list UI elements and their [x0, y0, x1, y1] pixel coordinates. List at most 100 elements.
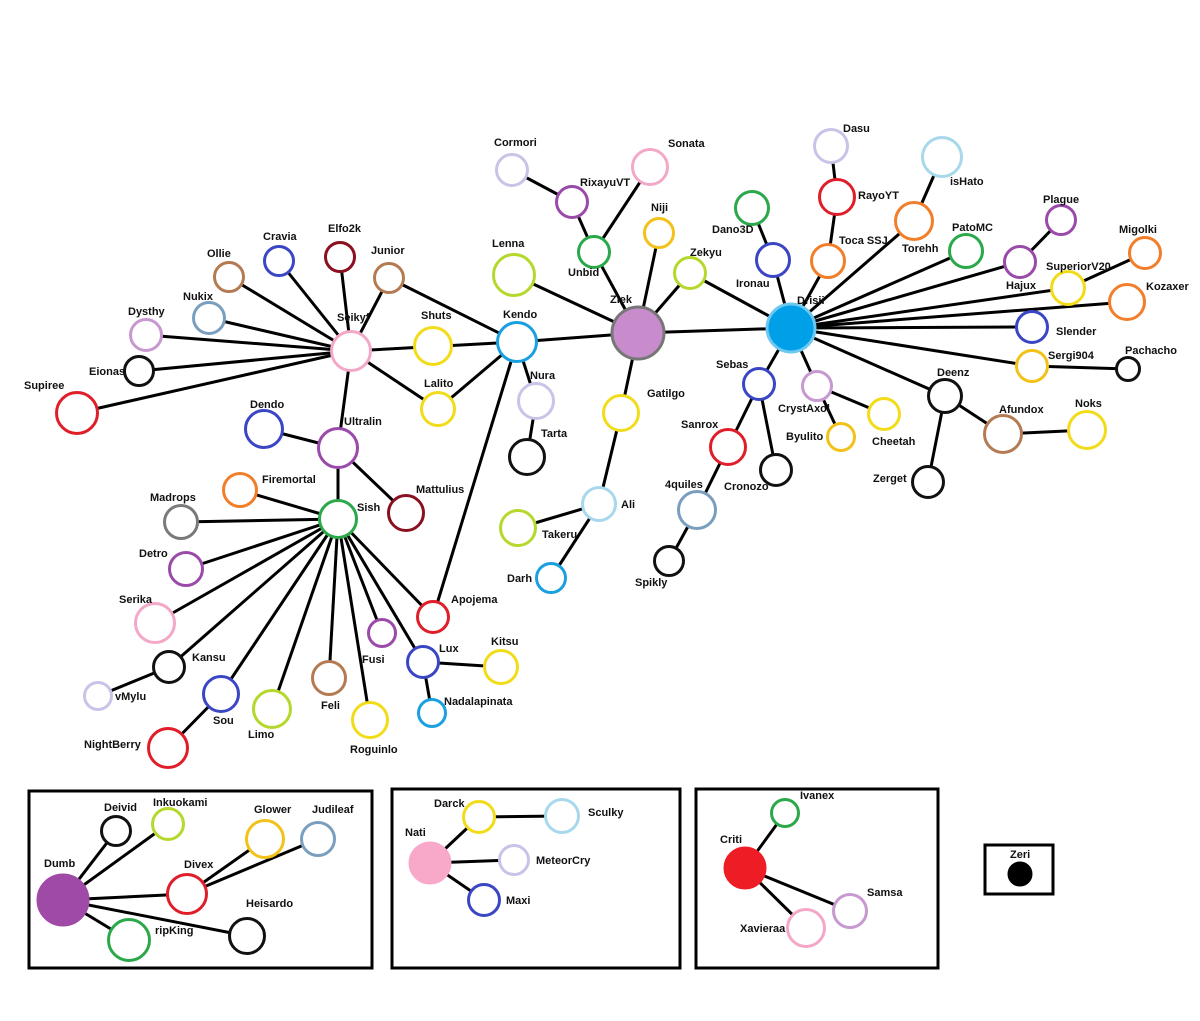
node-label-samsa: Samsa: [867, 887, 903, 899]
node-label-serika: Serika: [119, 594, 153, 606]
node-label-ripking: ripKing: [155, 925, 194, 937]
edge-sish-lux: [336, 518, 425, 663]
node-crystaxol: [801, 370, 833, 402]
edge-drisii-deenz: [790, 326, 946, 398]
node-rixayuvt: [555, 185, 589, 219]
node-ali: [581, 486, 617, 522]
node-divex: [166, 873, 208, 915]
node-label-heisardo: Heisardo: [246, 898, 293, 910]
node-rayoyt: [818, 178, 856, 216]
node-label-junior: Junior: [371, 245, 405, 257]
node-label-gatilgo: Gatilgo: [647, 388, 685, 400]
edge-ollie-seikyf: [228, 275, 352, 353]
node-label-afundox: Afundox: [999, 404, 1044, 416]
node-label-plague: Plague: [1043, 194, 1079, 206]
node-label-migolki: Migolki: [1119, 224, 1157, 236]
group-box-criti: [694, 787, 940, 970]
node-kozaxer: [1108, 283, 1146, 321]
node-label-nadalapinata: Nadalapinata: [444, 696, 513, 708]
node-dano3d: [734, 190, 770, 226]
node-label-hajux: Hajux: [1006, 280, 1037, 292]
node-darh: [535, 562, 567, 594]
node-label-dano3d: Dano3D: [712, 224, 754, 236]
node-madrops: [163, 504, 199, 540]
node-label-supiree: Supiree: [24, 380, 64, 392]
node-nati: [408, 841, 452, 885]
node-label-roguinlo: Roguinlo: [350, 744, 398, 756]
node-lux: [406, 645, 440, 679]
node-label-shuts: Shuts: [421, 310, 452, 322]
node-label-dasu: Dasu: [843, 123, 870, 135]
edge-dumb-heisardo: [62, 898, 248, 938]
node-label-slender: Slender: [1056, 326, 1097, 338]
node-label-inkuokami: Inkuokami: [153, 797, 207, 809]
edge-hajux-drisii: [790, 260, 1021, 330]
node-label-cravia: Cravia: [263, 231, 298, 243]
node-label-darh: Darh: [507, 573, 532, 585]
node-label-noks: Noks: [1075, 398, 1102, 410]
node-feli: [311, 660, 347, 696]
node-elfo2k: [324, 241, 356, 273]
node-label-judileaf: Judileaf: [312, 804, 354, 816]
node-darck: [462, 800, 496, 834]
node-deenz: [927, 378, 963, 414]
node-criti: [723, 846, 767, 890]
node-label-lenna: Lenna: [492, 238, 525, 250]
node-label-byulito: Byulito: [786, 431, 824, 443]
edge-torehh-drisii: [790, 219, 915, 330]
edge-sish-limo: [270, 518, 340, 710]
node-glower: [245, 819, 285, 859]
edge-patomc-drisii: [790, 249, 967, 330]
node-label-fusi: Fusi: [362, 654, 385, 666]
node-detro: [168, 551, 204, 587]
node-label-mattulius: Mattulius: [416, 484, 464, 496]
node-superiorv20: [1050, 270, 1086, 306]
edge-kendo-apojema: [431, 341, 519, 618]
node-migolki: [1128, 236, 1162, 270]
node-label-madrops: Madrops: [150, 492, 196, 504]
node-label-ollie: Ollie: [207, 248, 231, 260]
node-lalito: [420, 391, 456, 427]
node-label-lux: Lux: [439, 643, 459, 655]
node-label-niji: Niji: [651, 202, 668, 214]
edge-sergi904-drisii: [790, 326, 1033, 368]
node-label-deenz: Deenz: [937, 367, 970, 379]
edge-junior-kendo: [388, 276, 518, 344]
node-label-lalito: Lalito: [424, 378, 454, 390]
edge-eionas-seikyf: [138, 349, 352, 373]
node-label-sergi904: Sergi904: [1048, 350, 1095, 362]
node-sonata: [631, 148, 669, 186]
edge-slender-drisii: [790, 325, 1033, 330]
node-label-ziek: Ziek: [610, 294, 633, 306]
node-zekyu: [673, 256, 707, 290]
node-ziek: [610, 305, 666, 361]
node-afundox: [983, 414, 1023, 454]
node-meteorcry: [498, 844, 530, 876]
edge-sish-detro: [185, 517, 339, 571]
node-label-unbid: Unbid: [568, 267, 599, 279]
node-ishato: [921, 136, 963, 178]
node-kitsu: [483, 649, 519, 685]
node-supiree: [55, 391, 99, 435]
node-label-cormori: Cormori: [494, 137, 537, 149]
node-label-zekyu: Zekyu: [690, 247, 722, 259]
node-takeru: [499, 509, 537, 547]
node-label-dumb: Dumb: [44, 858, 75, 870]
node-label-darck: Darck: [434, 798, 465, 810]
node-label-seikyf: Seikyf: [337, 312, 370, 324]
node-fusi: [367, 618, 397, 648]
node-ollie: [213, 261, 245, 293]
group-box-nati: [390, 787, 682, 970]
node-label-sou: Sou: [213, 715, 234, 727]
node-label-limo: Limo: [248, 729, 275, 741]
node-limo: [252, 689, 292, 729]
node-dumb: [36, 873, 90, 927]
edge-sish-fusi: [336, 518, 384, 634]
edge-sish-sou: [219, 518, 340, 695]
node-tocassj: [810, 243, 846, 279]
node-zerget: [911, 465, 945, 499]
node-label-rayoyt: RayoYT: [858, 190, 899, 202]
node-label-ishato: isHato: [950, 176, 984, 188]
node-sanrox: [709, 428, 747, 466]
